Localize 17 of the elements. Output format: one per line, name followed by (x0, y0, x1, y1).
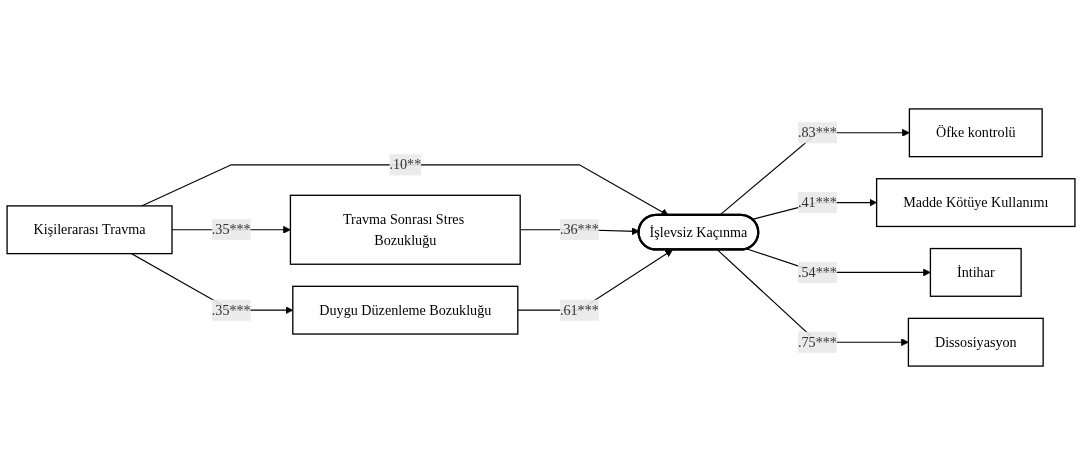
node-box: Madde Kötüye Kullanımı (875, 178, 1076, 228)
node-box: Kişilerarası Travma (6, 205, 173, 255)
edge-label: .75*** (797, 334, 837, 350)
edge-label: .36*** (559, 221, 599, 237)
node-box: Duygu Düzenleme Bozukluğu (292, 285, 519, 335)
edge-label: .41*** (797, 194, 837, 210)
node-box: Dissosiyasyon (907, 317, 1044, 367)
edge-label: .35*** (211, 221, 251, 237)
node-box: Öfke kontrolü (908, 108, 1043, 158)
edge-label: .61*** (559, 302, 599, 318)
node-box: Travma Sonrası Stres Bozukluğu (289, 194, 521, 265)
node-box: İntihar (929, 247, 1022, 297)
edge-label: .10** (389, 156, 422, 172)
arrow (716, 249, 909, 347)
edge-label: .83*** (797, 124, 837, 140)
edge-label: .54*** (797, 264, 837, 280)
edge-label: .35*** (211, 302, 251, 318)
